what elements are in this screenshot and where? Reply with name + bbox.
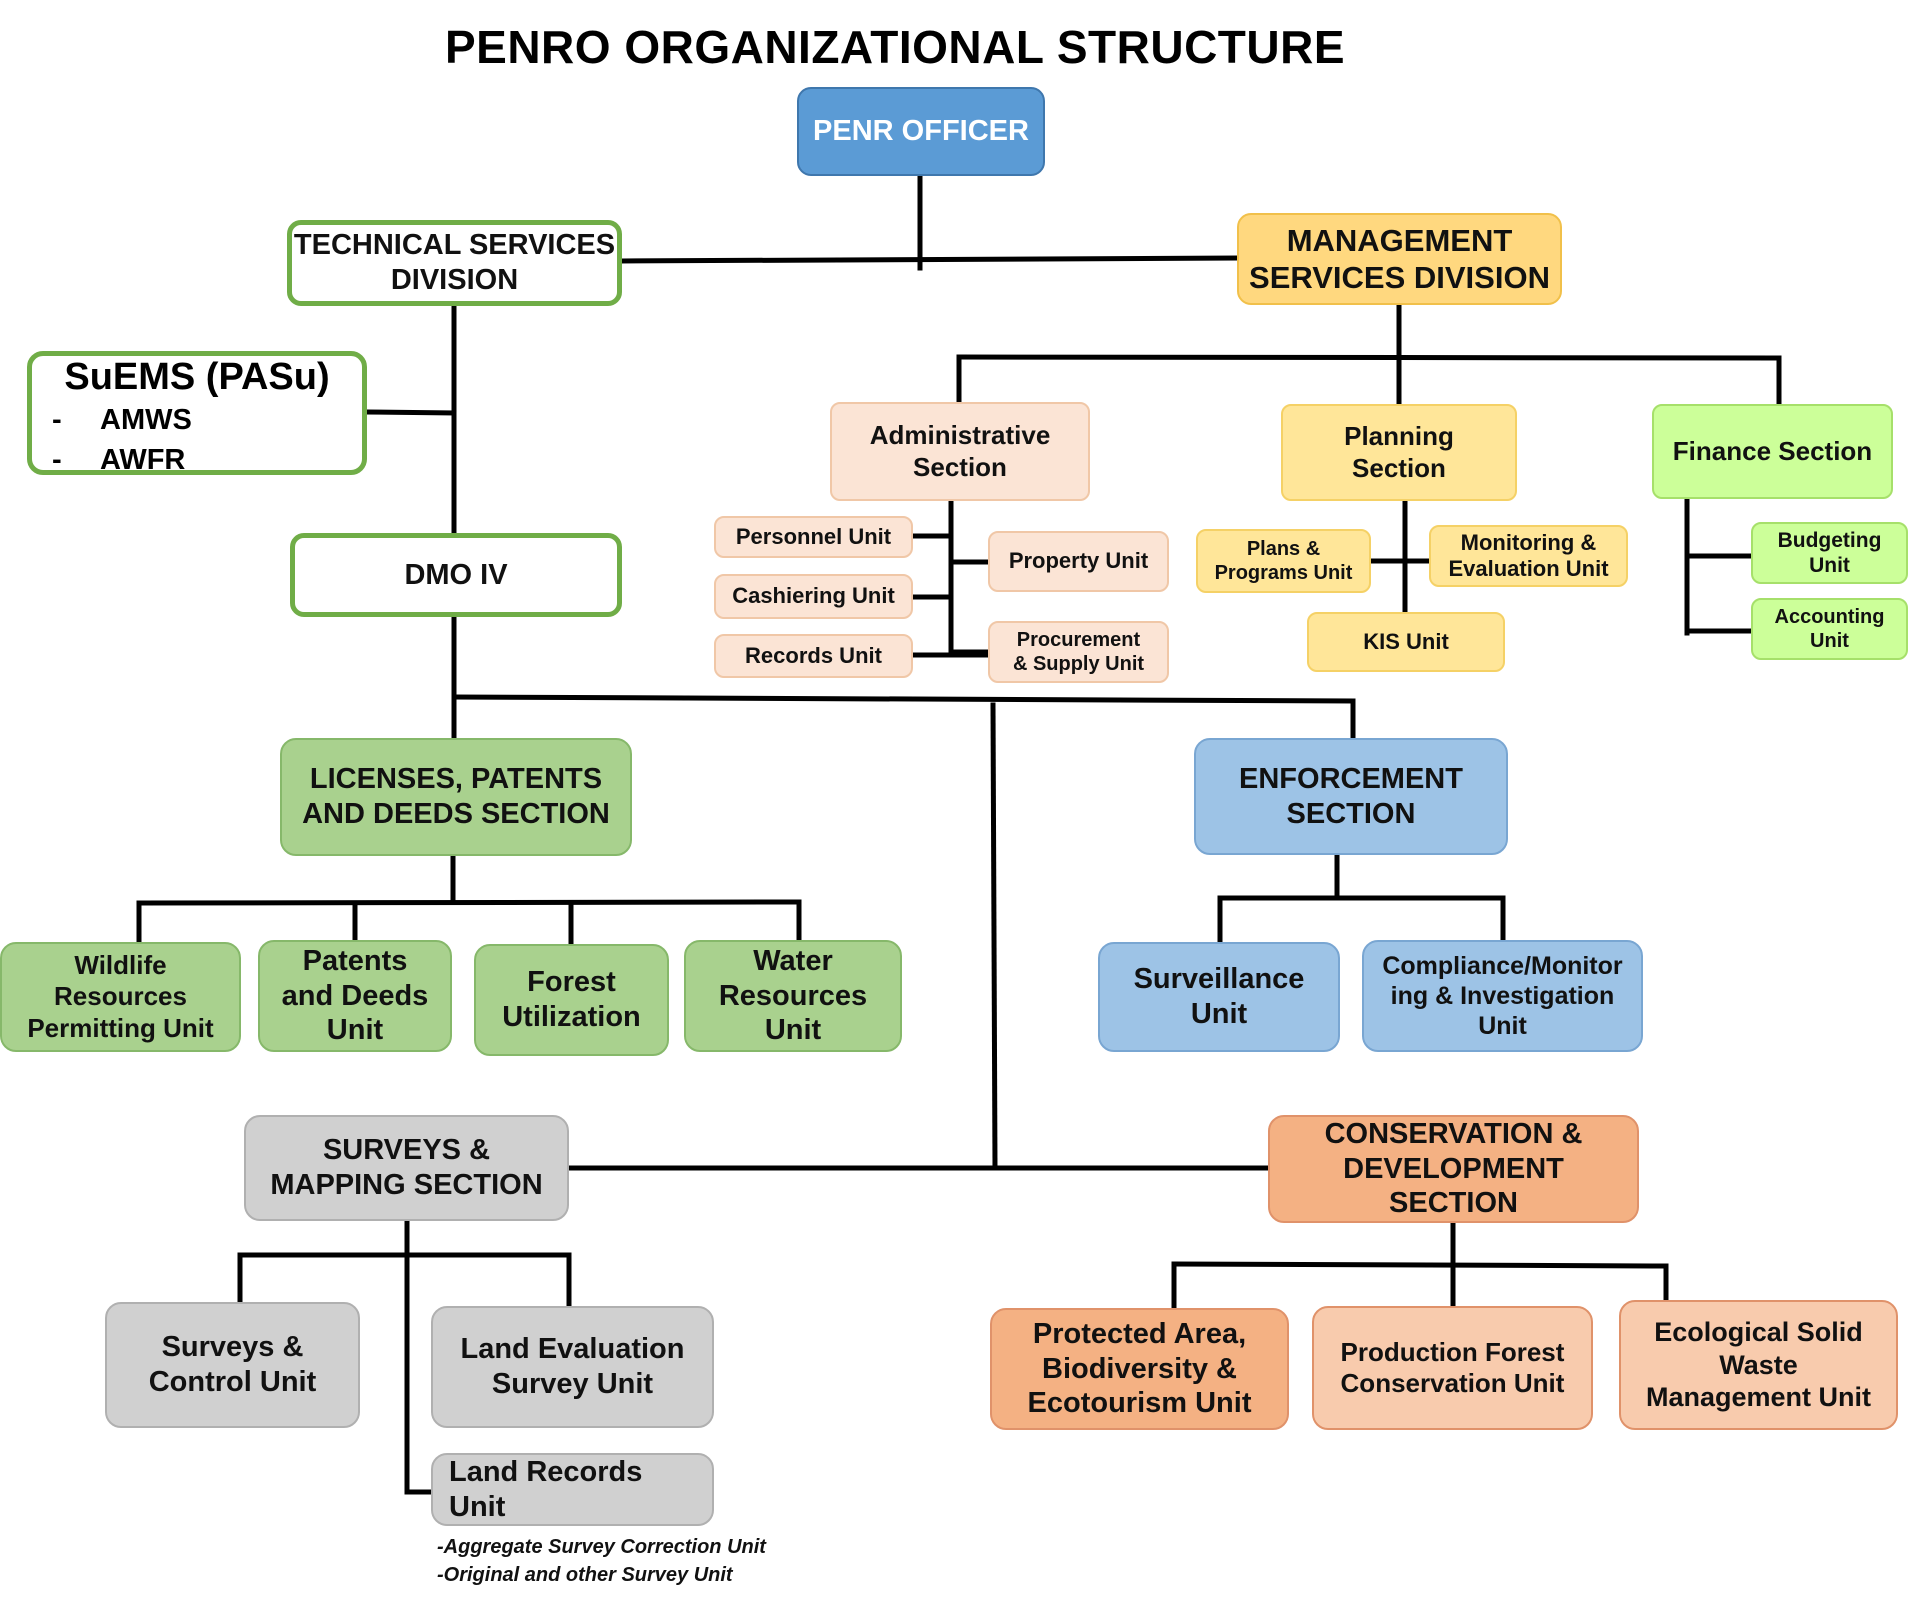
suems-item-amws: - AMWS	[52, 404, 192, 437]
enforcement-section-label: ENFORCEMENT SECTION	[1239, 762, 1463, 830]
administrative-section-box: Administrative Section	[830, 402, 1090, 501]
procurement-supply-unit-label: Procurement & Supply Unit	[1012, 629, 1145, 675]
land-evaluation-survey-unit-label: Land Evaluation Survey Unit	[460, 1333, 685, 1400]
conservation-development-section-label: CONSERVATION & DEVELOPMENT SECTION	[1324, 1117, 1583, 1220]
surveillance-unit-label: Surveillance Unit	[1133, 963, 1305, 1030]
accounting-unit-label: Accounting Unit	[1774, 606, 1885, 652]
monitoring-evaluation-unit-box: Monitoring & Evaluation Unit	[1429, 525, 1628, 587]
finance-section-label: Finance Section	[1672, 435, 1873, 466]
land-evaluation-survey-unit-box: Land Evaluation Survey Unit	[431, 1306, 714, 1428]
budgeting-unit-box: Budgeting Unit	[1751, 522, 1908, 584]
forest-utilization-box: Forest Utilization	[474, 944, 669, 1056]
technical-services-division-label: TECHNICAL SERVICES DIVISION	[293, 229, 616, 296]
forest-utilization-label: Forest Utilization	[502, 966, 641, 1033]
property-unit-box: Property Unit	[988, 531, 1169, 592]
property-unit-label: Property Unit	[1008, 548, 1149, 574]
suems-item-awfr: - AWFR	[52, 444, 185, 477]
enforcement-section-box: ENFORCEMENT SECTION	[1194, 738, 1508, 855]
finance-section-box: Finance Section	[1652, 404, 1893, 499]
surveys-control-unit-box: Surveys & Control Unit	[105, 1302, 360, 1428]
suems-item-label: AMWS	[100, 404, 192, 436]
penr-officer-label: PENR OFFICER	[813, 115, 1029, 148]
licenses-patents-deeds-section-box: LICENSES, PATENTS AND DEEDS SECTION	[280, 738, 632, 856]
administrative-section-label: Administrative Section	[869, 420, 1051, 482]
water-resources-unit-label: Water Resources Unit	[718, 944, 868, 1047]
kis-unit-box: KIS Unit	[1307, 612, 1505, 672]
personnel-unit-label: Personnel Unit	[735, 523, 892, 549]
note-original-survey: -Original and other Survey Unit	[437, 1564, 733, 1586]
conservation-development-section-box: CONSERVATION & DEVELOPMENT SECTION	[1268, 1115, 1639, 1223]
chart-title: PENRO ORGANIZATIONAL STRUCTURE	[444, 21, 1346, 73]
planning-section-box: Planning Section	[1281, 404, 1517, 501]
ecological-solid-waste-management-unit-box: Ecological Solid Waste Management Unit	[1619, 1300, 1898, 1430]
procurement-supply-unit-box: Procurement & Supply Unit	[988, 621, 1169, 683]
suems-item-dash: -	[52, 404, 62, 436]
patents-deeds-unit-box: Patents and Deeds Unit	[258, 940, 452, 1052]
suems-item-label: AWFR	[100, 444, 186, 476]
licenses-patents-deeds-section-label: LICENSES, PATENTS AND DEEDS SECTION	[302, 763, 610, 830]
accounting-unit-box: Accounting Unit	[1751, 598, 1908, 660]
wildlife-resources-permitting-unit-label: Wildlife Resources Permitting Unit	[27, 950, 214, 1043]
cashiering-unit-box: Cashiering Unit	[714, 574, 913, 619]
suems-box: SuEMS (PASu) - AMWS - AWFR	[27, 351, 367, 477]
surveillance-unit-box: Surveillance Unit	[1098, 942, 1340, 1052]
wildlife-resources-permitting-unit-box: Wildlife Resources Permitting Unit	[0, 942, 241, 1052]
kis-unit-label: KIS Unit	[1363, 628, 1449, 654]
plans-programs-unit-box: Plans & Programs Unit	[1196, 529, 1371, 593]
land-records-unit-box: Land Records Unit	[431, 1453, 714, 1526]
management-services-division-label: MANAGEMENT SERVICES DIVISION	[1249, 222, 1550, 295]
dmo-label: DMO IV	[404, 558, 508, 591]
compliance-monitoring-investigation-unit-label: Compliance/Monitor ing & Investigation U…	[1382, 952, 1623, 1040]
surveys-mapping-section-label: SURVEYS & MAPPING SECTION	[270, 1134, 543, 1201]
protected-area-biodiversity-ecotourism-unit-label: Protected Area, Biodiversity & Ecotouris…	[1027, 1317, 1252, 1420]
surveys-control-unit-label: Surveys & Control Unit	[148, 1331, 317, 1398]
dmo-box: DMO IV	[290, 533, 622, 617]
records-unit-label: Records Unit	[745, 642, 882, 668]
plans-programs-unit-label: Plans & Programs Unit	[1214, 538, 1353, 584]
surveys-mapping-section-box: SURVEYS & MAPPING SECTION	[244, 1115, 569, 1221]
water-resources-unit-box: Water Resources Unit	[684, 940, 902, 1052]
budgeting-unit-label: Budgeting Unit	[1777, 528, 1882, 577]
production-forest-conservation-unit-box: Production Forest Conservation Unit	[1312, 1306, 1593, 1430]
note-aggregate-survey: -Aggregate Survey Correction Unit	[437, 1536, 766, 1558]
land-records-unit-label: Land Records Unit	[449, 1455, 643, 1523]
personnel-unit-box: Personnel Unit	[714, 516, 913, 558]
records-unit-box: Records Unit	[714, 634, 913, 678]
planning-section-label: Planning Section	[1344, 421, 1454, 483]
compliance-monitoring-investigation-unit-box: Compliance/Monitor ing & Investigation U…	[1362, 940, 1643, 1052]
patents-deeds-unit-label: Patents and Deeds Unit	[281, 944, 429, 1047]
protected-area-biodiversity-ecotourism-unit-box: Protected Area, Biodiversity & Ecotouris…	[990, 1308, 1289, 1430]
suems-item-dash: -	[52, 444, 62, 476]
monitoring-evaluation-unit-label: Monitoring & Evaluation Unit	[1448, 529, 1609, 581]
management-services-division-box: MANAGEMENT SERVICES DIVISION	[1237, 213, 1562, 305]
penr-officer-box: PENR OFFICER	[797, 87, 1045, 176]
technical-services-division-box: TECHNICAL SERVICES DIVISION	[287, 220, 622, 306]
suems-title: SuEMS (PASu)	[64, 356, 330, 398]
cashiering-unit-label: Cashiering Unit	[732, 583, 895, 609]
ecological-solid-waste-management-unit-label: Ecological Solid Waste Management Unit	[1645, 1317, 1872, 1413]
production-forest-conservation-unit-label: Production Forest Conservation Unit	[1340, 1336, 1565, 1398]
